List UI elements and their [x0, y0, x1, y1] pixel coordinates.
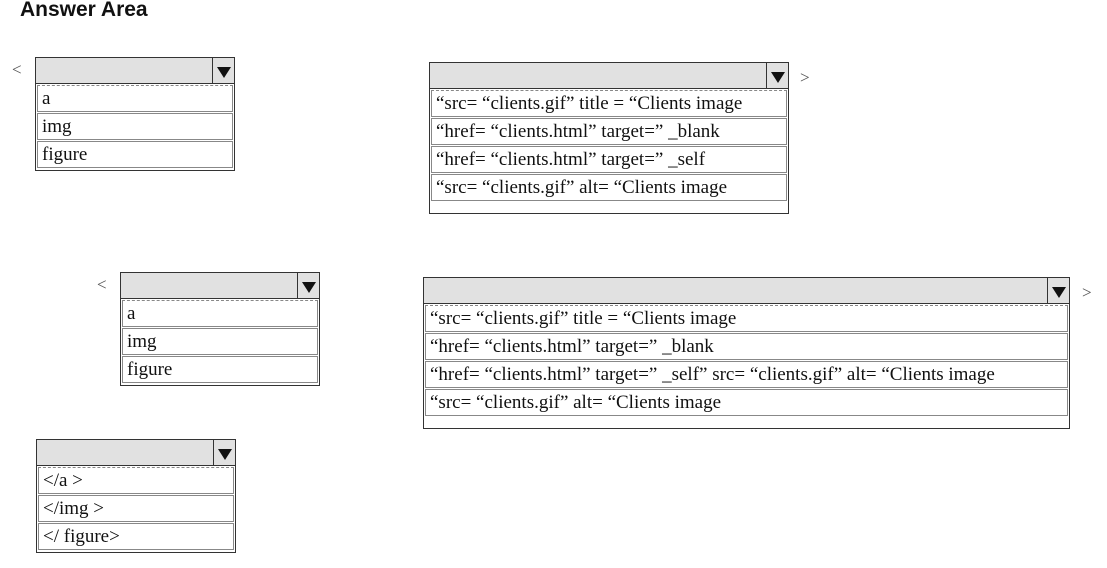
dropdown-option[interactable]: figure — [37, 141, 233, 168]
dropdown-header[interactable] — [424, 278, 1069, 304]
close-bracket: > — [800, 68, 810, 87]
dropdown-header[interactable] — [37, 440, 235, 466]
dropdown-option[interactable]: figure — [122, 356, 318, 383]
dropdown-option[interactable]: “src= “clients.gif” title = “Clients ima… — [431, 90, 787, 117]
dropdown-option[interactable]: </img > — [38, 495, 234, 522]
chevron-down-icon[interactable] — [766, 63, 788, 88]
chevron-down-icon[interactable] — [1047, 278, 1069, 303]
dropdown-header[interactable] — [121, 273, 319, 299]
dropdown-option[interactable]: “src= “clients.gif” title = “Clients ima… — [425, 305, 1068, 332]
dropdown-option[interactable]: “src= “clients.gif” alt= “Clients image — [425, 389, 1068, 416]
dropdown-option[interactable]: </ figure> — [38, 523, 234, 550]
chevron-down-icon[interactable] — [213, 440, 235, 465]
dropdown-header[interactable] — [430, 63, 788, 89]
open-bracket: < — [12, 60, 22, 79]
dropdown-option[interactable]: “href= “clients.html” target=” _self — [431, 146, 787, 173]
chevron-down-icon[interactable] — [297, 273, 319, 298]
tag-dropdown-2[interactable]: a img figure — [120, 272, 320, 386]
dropdown-header[interactable] — [36, 58, 234, 84]
dropdown-option[interactable]: </a > — [38, 467, 234, 494]
attribute-dropdown-2[interactable]: “src= “clients.gif” title = “Clients ima… — [423, 277, 1070, 429]
closing-tag-dropdown[interactable]: </a > </img > </ figure> — [36, 439, 236, 553]
tag-dropdown-1[interactable]: a img figure — [35, 57, 235, 171]
attribute-dropdown-1[interactable]: “src= “clients.gif” title = “Clients ima… — [429, 62, 789, 214]
dropdown-option[interactable]: a — [122, 300, 318, 327]
open-bracket: < — [97, 275, 107, 294]
answer-area-title: Answer Area — [20, 0, 148, 21]
close-bracket: > — [1082, 283, 1092, 302]
chevron-down-icon[interactable] — [212, 58, 234, 83]
dropdown-option[interactable]: img — [37, 113, 233, 140]
dropdown-option[interactable]: “href= “clients.html” target=” _self” sr… — [425, 361, 1068, 388]
dropdown-option[interactable]: “href= “clients.html” target=” _blank — [425, 333, 1068, 360]
dropdown-option[interactable]: a — [37, 85, 233, 112]
dropdown-option[interactable]: img — [122, 328, 318, 355]
dropdown-option[interactable]: “href= “clients.html” target=” _blank — [431, 118, 787, 145]
dropdown-option[interactable]: “src= “clients.gif” alt= “Clients image — [431, 174, 787, 201]
